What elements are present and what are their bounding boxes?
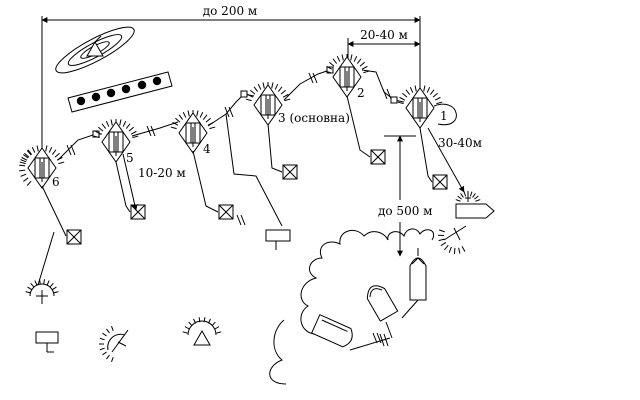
tank-icon [401, 248, 427, 319]
observation-post-6: 6 [19, 145, 65, 189]
gap-right-dimension: 20-40 м [347, 28, 421, 58]
command-post-icon [182, 317, 222, 346]
radio-stations [41, 95, 448, 250]
radio-station-box [370, 149, 386, 165]
depth-label: до 500 м [378, 204, 432, 218]
post-number-label: 5 [126, 151, 134, 165]
armored-vehicle-icon [366, 285, 399, 339]
radio-station-box [432, 174, 448, 190]
radio-station-box [130, 204, 146, 220]
observer-icon [437, 225, 467, 254]
radio-station-box [218, 204, 234, 220]
offset-right-label: 30-40м [438, 136, 482, 150]
post-number-label: 1 [440, 109, 448, 123]
spacing-small-dimension: 10-20 м [122, 153, 186, 211]
observation-post-3: 3 (основна) [245, 82, 350, 126]
gap-right-label: 20-40 м [360, 28, 408, 42]
post-number-label: 6 [52, 175, 60, 189]
observation-posts: 1 2 3 (основна) 4 5 6 [19, 54, 457, 189]
junction-box [326, 66, 334, 74]
observer-icon [99, 325, 129, 363]
junction-box [240, 90, 248, 98]
total-width-dimension: до 200 м [41, 4, 421, 148]
radio-station-icon [265, 229, 291, 242]
offset-right-dimension: 30-40м [427, 127, 482, 193]
radio-station-box [66, 229, 82, 245]
post-number-label: 3 (основна) [278, 111, 350, 125]
dish-antenna-icon [55, 26, 135, 74]
spacing-small-label: 10-20 м [138, 166, 186, 180]
total-width-label: до 200 м [203, 4, 257, 18]
flag-icon [455, 191, 495, 219]
radio-station-box [282, 164, 298, 180]
observation-post-4: 4 [170, 110, 216, 156]
observation-post-1: 1 [397, 85, 457, 129]
post-number-label: 2 [357, 86, 365, 100]
mine-row-icon [67, 71, 173, 113]
radio-station-icon [35, 331, 59, 353]
observation-post-5: 5 [93, 119, 139, 165]
vehicle-icon [311, 314, 391, 351]
depth-dimension: до 500 м [378, 135, 432, 257]
post-number-label: 4 [203, 142, 211, 156]
forest-area [269, 228, 434, 385]
observation-post-2: 2 [324, 54, 370, 100]
communication-lines [57, 66, 405, 344]
observation-post-icon [25, 231, 59, 304]
junction-box [390, 96, 398, 104]
